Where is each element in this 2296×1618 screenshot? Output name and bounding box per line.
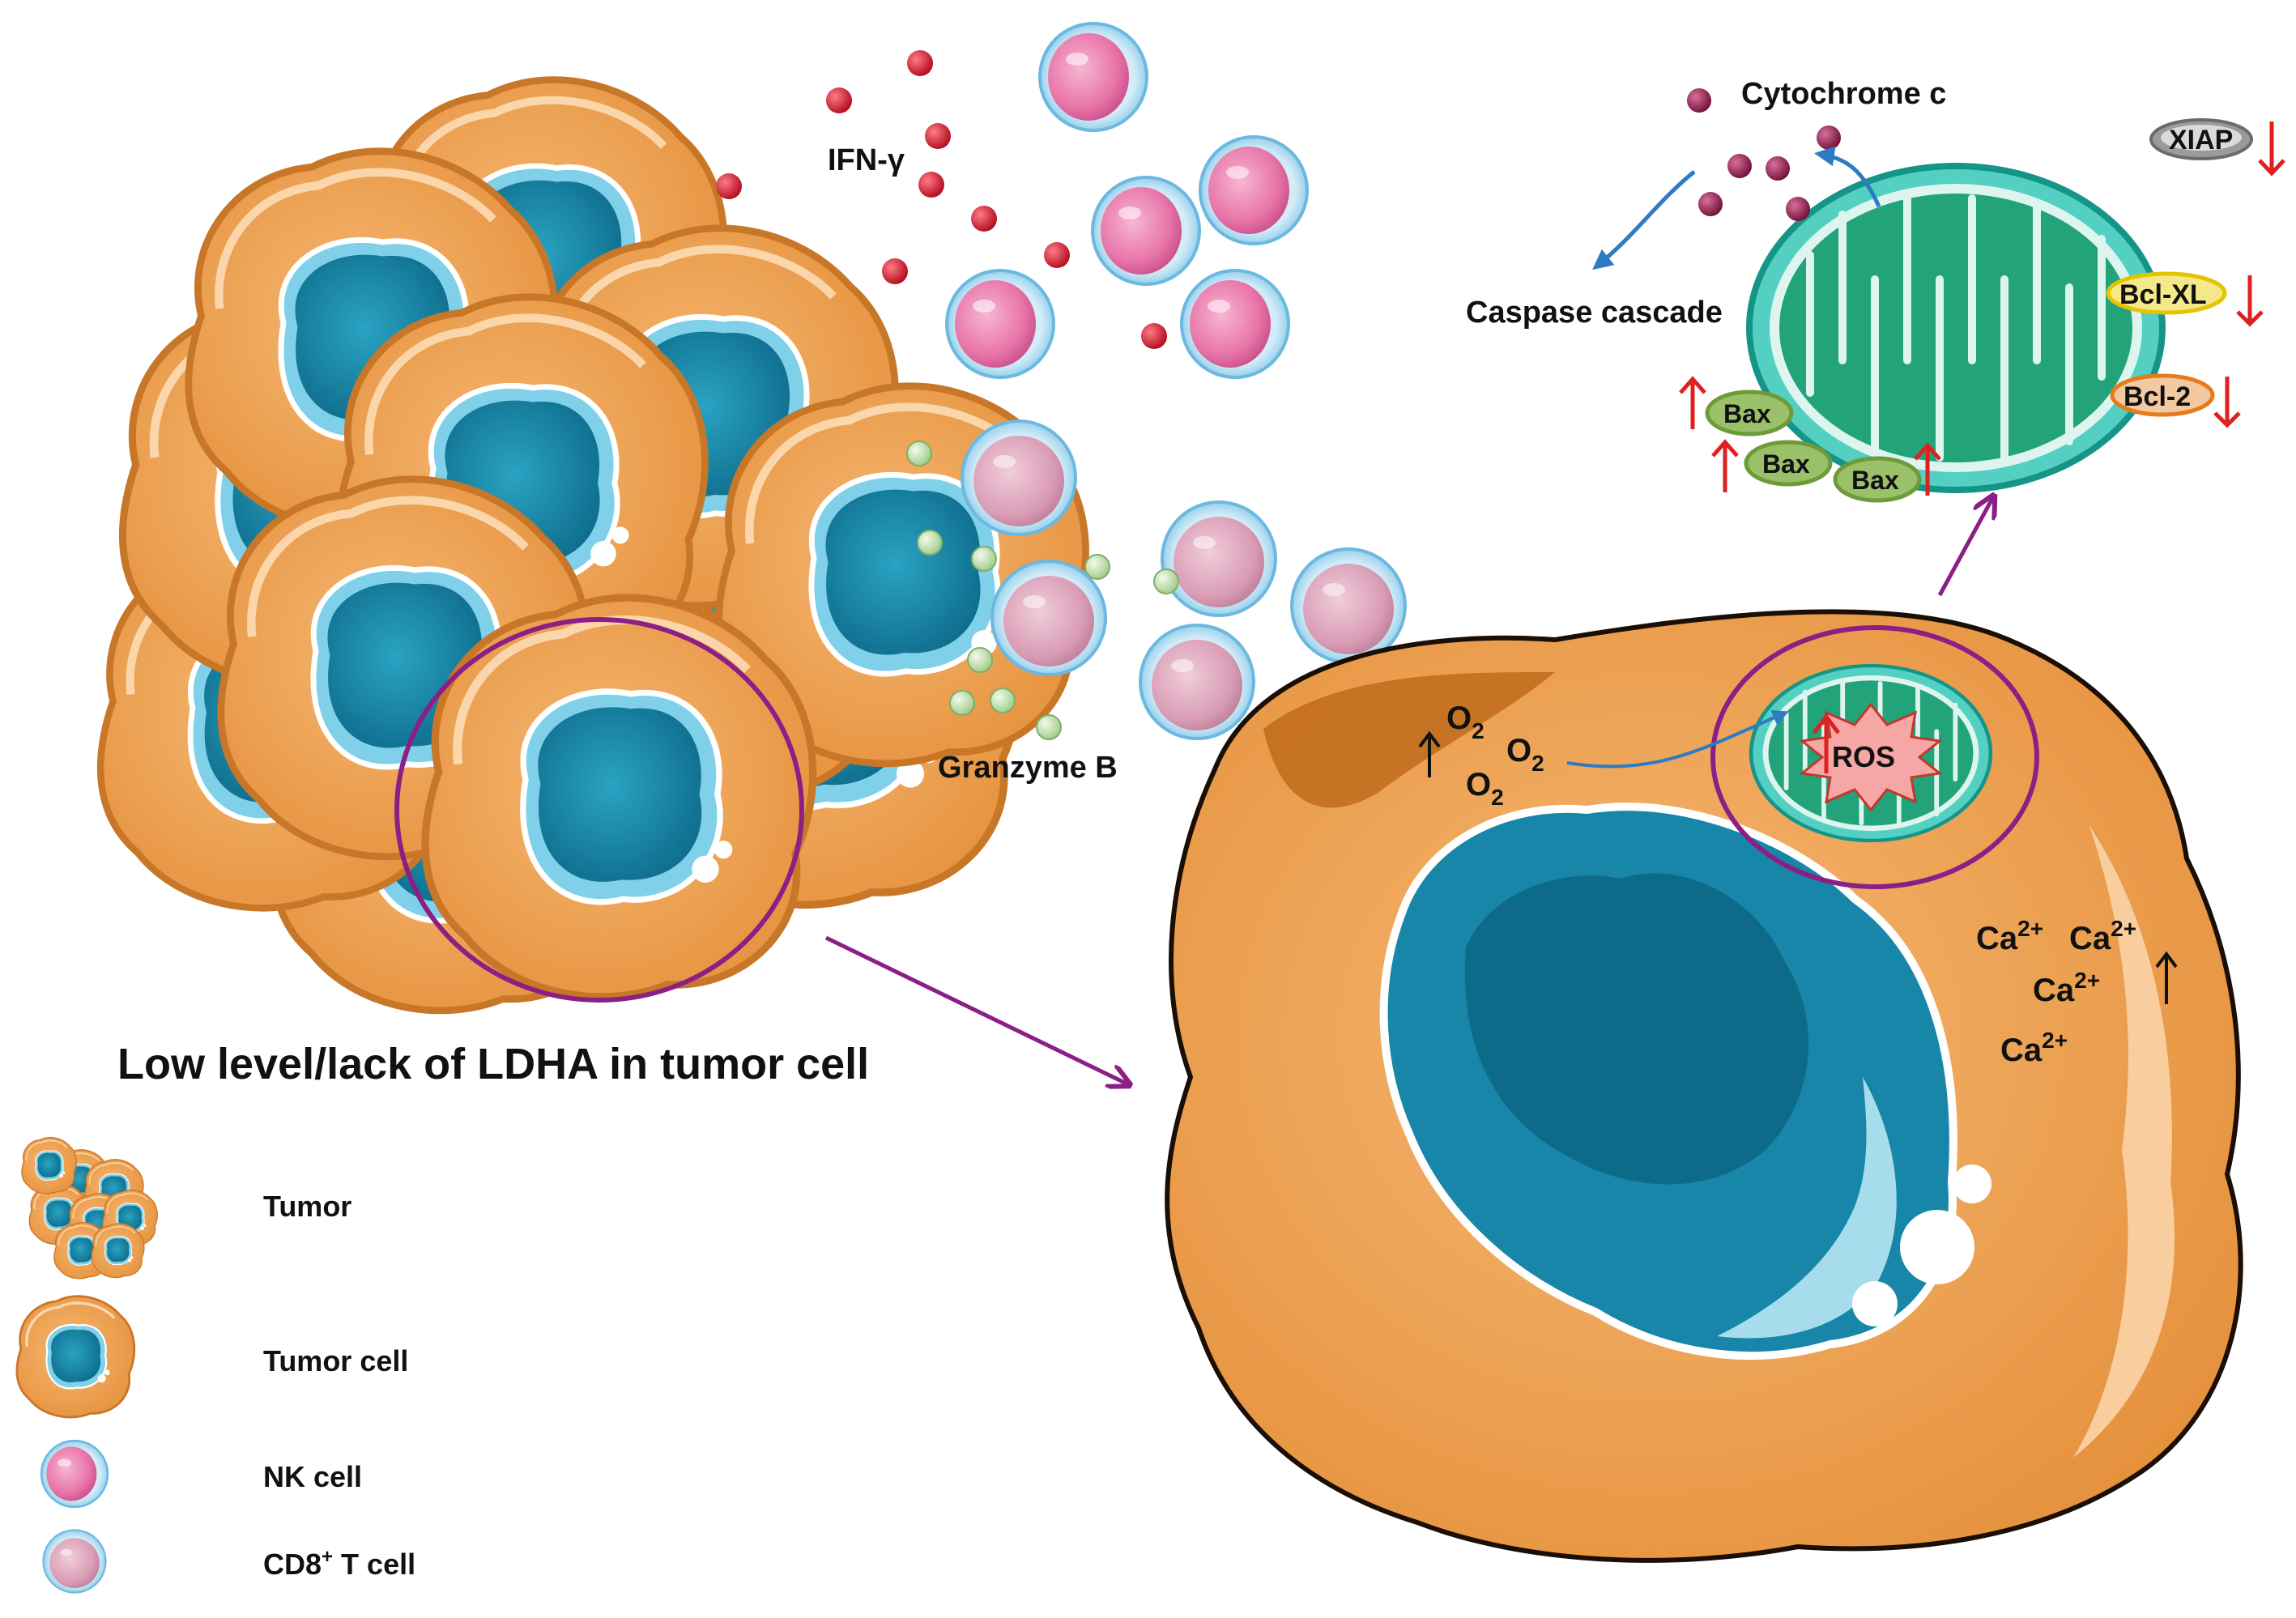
- diagram-title: Low level/lack of LDHA in tumor cell: [117, 1040, 869, 1088]
- bcl-2-down-arrow: [2213, 377, 2241, 428]
- calcium-labels: Ca2+ Ca2+ Ca2+ Ca2+: [1976, 916, 2136, 1068]
- caspase-cascade-label: Caspase cascade: [1466, 296, 1723, 330]
- ros-up-arrow: [1813, 713, 1840, 773]
- bcl-2-label: Bcl-2: [2123, 381, 2191, 412]
- nk-cell-group: [945, 22, 1309, 379]
- oxygen-label: O2: [1466, 767, 1504, 810]
- cd8-t-cell: [961, 419, 1077, 536]
- cd8-t-cell: [1161, 500, 1277, 617]
- highlight-ring-cluster: [394, 617, 804, 1003]
- calcium-label: Ca2+: [2000, 1028, 2068, 1068]
- xiap-label: XIAP: [2169, 125, 2233, 155]
- cytochrome-release-arrow: [1814, 146, 1881, 208]
- oxygen-label: O2: [1506, 733, 1544, 776]
- bax-label: Bax: [1851, 466, 1899, 495]
- oxygen-up-arrow: [1418, 730, 1441, 777]
- bax-label: Bax: [1723, 399, 1771, 428]
- legend-cd8-icon: [42, 1529, 107, 1594]
- nk-cell: [945, 269, 1055, 379]
- oxygen-label: O2: [1446, 700, 1485, 743]
- oxygen-flow-arrow: [1566, 709, 1789, 769]
- legend-tumor-icon: [21, 1136, 159, 1279]
- mitochondrion-enlarged: [1749, 166, 2162, 490]
- legend-tumor-cell-icon: [15, 1295, 136, 1419]
- nk-cell: [1180, 269, 1290, 379]
- xiap-down-arrow: [2258, 121, 2285, 177]
- bcl-2-badge: Bcl-2: [2110, 373, 2215, 417]
- calcium-label: Ca2+: [2033, 968, 2100, 1008]
- bax-label: Bax: [1762, 449, 1810, 479]
- tumor-cell: [425, 598, 813, 997]
- ifn-gamma-label: IFN-γ: [828, 143, 905, 177]
- oxygen-labels: O2 O2 O2: [1446, 700, 1544, 810]
- calcium-up-arrow: [2155, 951, 2178, 1004]
- cytochrome-c-molecules: [1687, 88, 1841, 221]
- cd8-t-cell: [990, 560, 1107, 676]
- bcl-xl-label: Bcl-XL: [2119, 279, 2207, 310]
- bcl-xl-badge: Bcl-XL: [2106, 271, 2227, 315]
- bax-protein: Bax: [1744, 440, 1833, 487]
- cd8-t-cell: [1139, 624, 1255, 740]
- caspase-arrow: [1592, 170, 1696, 270]
- ros-label: ROS: [1832, 740, 1895, 773]
- legend-nk-label: NK cell: [263, 1460, 362, 1493]
- cytochrome-c-label: Cytochrome c: [1741, 77, 1946, 111]
- bcl-xl-down-arrow: [2236, 275, 2264, 327]
- calcium-label: Ca2+: [2069, 916, 2136, 956]
- zoom-arrow: [824, 935, 1130, 1085]
- xiap-badge: XIAP: [2149, 118, 2253, 160]
- legend-tumor-label: Tumor: [263, 1190, 351, 1223]
- cd8-t-cell: [1290, 547, 1407, 664]
- zoom-arrow-mitochondrion: [1937, 496, 1994, 597]
- bax-up-arrow: [1679, 376, 1941, 496]
- legend-nk-icon: [40, 1439, 109, 1509]
- ifn-gamma-molecules: [716, 50, 1167, 349]
- highlight-ring-mitochondrion: [1710, 625, 2039, 889]
- granzyme-b-label: Granzyme B: [938, 751, 1118, 785]
- bax-protein: Bax: [1705, 390, 1794, 436]
- calcium-label: Ca2+: [1976, 916, 2043, 956]
- legend-tumor-cell-label: Tumor cell: [263, 1344, 408, 1377]
- bax-protein: Bax: [1833, 456, 1922, 503]
- legend-cd8-label: CD8+ T cell: [263, 1546, 415, 1581]
- large-tumor-cell: [1165, 609, 2243, 1563]
- nk-cell: [1199, 135, 1309, 245]
- nk-cell: [1091, 176, 1201, 286]
- nk-cell: [1038, 22, 1148, 132]
- granzyme-b-molecules: [906, 441, 1179, 740]
- legend: Tumor Tumor cell NK cell CD8+ T cell: [15, 1136, 415, 1594]
